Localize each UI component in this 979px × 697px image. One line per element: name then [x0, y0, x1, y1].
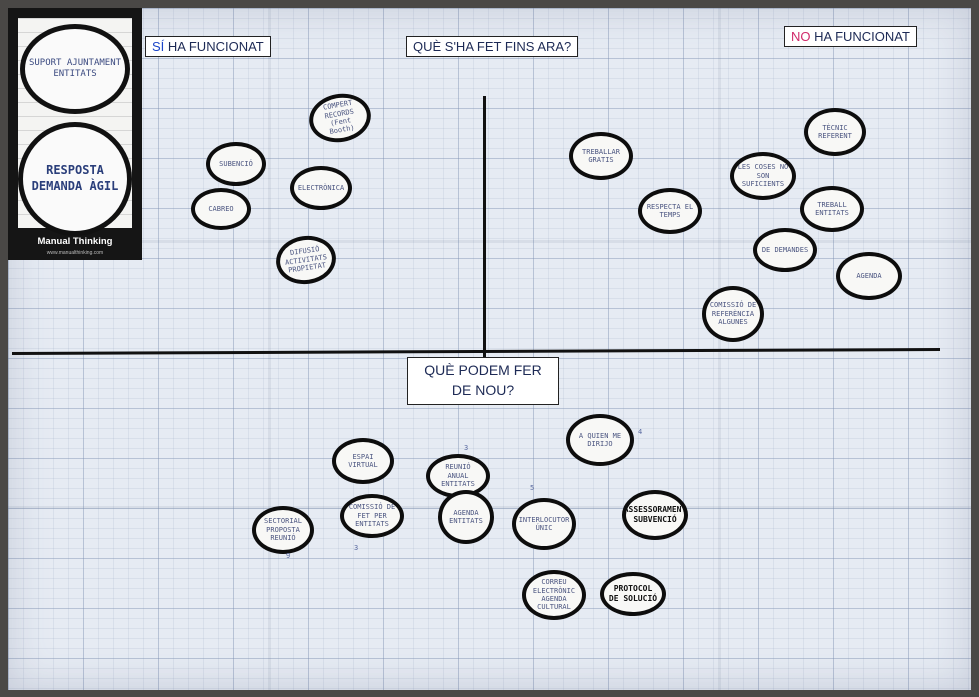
header-no-ha-funcionat: NO HA FUNCIONAT [784, 26, 917, 47]
vote-mark: 5 [530, 484, 535, 492]
circle-suport-ajuntament: SUPORT AJUNTAMENT ENTITATS [20, 24, 130, 114]
header-que-sha-fet: QUÈ S'HA FET FINS ARA? [406, 36, 579, 57]
circle-resposta-demanda: RESPOSTA DEMANDA ÀGIL [18, 122, 132, 236]
header-que-podem-fer-line2: DE NOU? [451, 382, 515, 398]
fold-crease [8, 240, 971, 243]
header-si-rest: HA FUNCIONAT [164, 39, 264, 54]
sticky-note: TREBALL ENTITATS [800, 186, 864, 232]
brand-corner-block: SUPORT AJUNTAMENT ENTITATS RESPOSTA DEMA… [8, 8, 142, 260]
sticky-note: INTERLOCUTOR ÚNIC [512, 498, 576, 550]
header-que-podem-fer: QUÈ PODEM FER DE NOU? [407, 357, 559, 405]
header-si-ha-funcionat: SÍ HA FUNCIONAT [145, 36, 271, 57]
sticky-note: COMPERT RECORDS (Fent Booth) [305, 88, 375, 148]
sticky-note: AGENDA ENTITATS [438, 490, 494, 544]
fold-crease [268, 8, 271, 690]
manual-thinking-poster: SUPORT AJUNTAMENT ENTITATS RESPOSTA DEMA… [8, 8, 971, 690]
sticky-note: LES COSES NO SON SUFICIENTS [730, 152, 796, 200]
sticky-note: COMISSIÓ DE REFERÈNCIA ALGUNES [702, 286, 764, 342]
vote-mark: 9 [286, 552, 291, 560]
vote-mark: 3 [354, 544, 359, 552]
brand-logo-text: Manual Thinking [37, 236, 113, 247]
horizontal-divider [11, 347, 941, 356]
sticky-note: ELECTRÒNICA [290, 166, 352, 210]
header-no-prefix: NO [791, 29, 811, 44]
vote-mark: 3 [464, 444, 469, 452]
vertical-divider [483, 96, 486, 361]
sticky-note: A QUIEN ME DIRIJO [566, 414, 634, 466]
sticky-note: CABREO [191, 188, 251, 230]
sticky-note: TÈCNIC REFERENT [804, 108, 866, 156]
sticky-note: ASSESSORAMENT SUBVENCIÓ [622, 490, 688, 540]
sticky-note: SECTORIAL PROPOSTA REUNIÓ [252, 506, 314, 554]
header-no-rest: HA FUNCIONAT [810, 29, 910, 44]
brand-url: www.manualthinking.com [46, 250, 104, 256]
sticky-note: RESPECTA EL TEMPS [638, 188, 702, 234]
sticky-note: CORREU ELECTRÒNIC AGENDA CULTURAL [522, 570, 586, 620]
header-si-prefix: SÍ [152, 39, 165, 54]
sticky-note: AGENDA [836, 252, 902, 300]
header-que-podem-fer-line1: QUÈ PODEM FER [424, 362, 542, 378]
sticky-note: PROTOCOL DE SOLUCIÓ [600, 572, 666, 616]
corner-card: SUPORT AJUNTAMENT ENTITATS RESPOSTA DEMA… [18, 18, 132, 236]
sticky-note: TREBALLAR GRATIS [569, 132, 633, 180]
sticky-note: COMISSIÓ DE FET PER ENTITATS [340, 494, 404, 538]
sticky-note: ESPAI VIRTUAL [332, 438, 394, 484]
sticky-note: SUBENCIÓ [206, 142, 266, 186]
sticky-note: DE DEMANDES [753, 228, 817, 272]
vote-mark: 4 [638, 428, 643, 436]
